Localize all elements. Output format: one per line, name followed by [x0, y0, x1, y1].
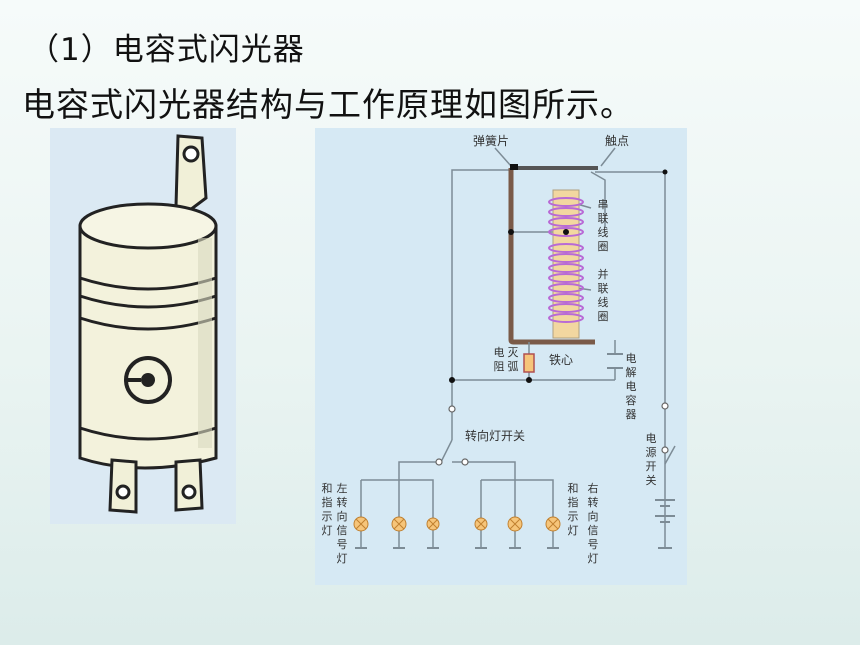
svg-text:线: 线 — [598, 225, 609, 239]
lamp-right-3 — [545, 516, 561, 532]
label-parallel-coil: 并 联 线 圈 — [598, 267, 609, 323]
svg-text:线: 线 — [598, 295, 609, 309]
flasher-drawing — [78, 134, 218, 514]
svg-text:灯: 灯 — [588, 552, 599, 565]
circuit-svg: 弹簧片 触点 转向灯开关 铁心 串 联 线 圈 并 联 线 圈 电 阻 灭 — [322, 133, 676, 565]
svg-text:解: 解 — [626, 365, 637, 379]
slide-intro: 电容式闪光器结构与工作原理如图所示。 — [22, 85, 634, 124]
svg-text:灯: 灯 — [337, 552, 348, 565]
circuit-diagram: 弹簧片 触点 转向灯开关 铁心 串 联 线 圈 并 联 线 圈 电 阻 灭 — [315, 128, 687, 585]
svg-text:示: 示 — [568, 510, 579, 523]
svg-text:信: 信 — [588, 524, 599, 537]
lamp-right-2 — [507, 516, 523, 532]
svg-text:器: 器 — [626, 408, 637, 421]
svg-text:开: 开 — [646, 460, 657, 473]
label-left-indicator: 和 指 示 灯 左 转 向 信 号 灯 — [322, 482, 348, 565]
svg-text:源: 源 — [646, 445, 657, 459]
label-power-switch: 电 源 开 关 — [646, 432, 657, 487]
svg-text:联: 联 — [598, 282, 609, 295]
arc-resistor — [523, 353, 535, 373]
svg-text:向: 向 — [588, 509, 599, 523]
svg-text:和: 和 — [568, 482, 579, 495]
label-series-coil: 串 联 线 圈 — [598, 198, 609, 253]
svg-text:串: 串 — [598, 198, 609, 211]
lamp-right-1 — [474, 517, 488, 531]
svg-text:右: 右 — [588, 481, 599, 495]
slide-heading: （1）电容式闪光器 — [28, 32, 305, 68]
svg-text:灭: 灭 — [508, 346, 519, 359]
svg-text:圈: 圈 — [598, 310, 609, 323]
svg-text:信: 信 — [337, 524, 348, 537]
svg-text:转: 转 — [337, 495, 348, 509]
svg-text:阻: 阻 — [494, 360, 505, 373]
svg-text:弧: 弧 — [508, 359, 519, 373]
svg-text:容: 容 — [626, 393, 637, 407]
svg-text:并: 并 — [598, 267, 609, 281]
coil-windings — [548, 197, 584, 323]
svg-text:示: 示 — [322, 510, 333, 523]
svg-text:向: 向 — [337, 509, 348, 523]
label-iron-core: 铁心 — [549, 353, 573, 367]
svg-text:指: 指 — [322, 495, 333, 509]
svg-text:左: 左 — [337, 482, 348, 495]
label-capacitor: 电 解 电 容 器 — [626, 352, 637, 421]
svg-text:电: 电 — [626, 352, 637, 365]
svg-text:灯: 灯 — [568, 524, 579, 537]
lamp-left-3 — [426, 517, 440, 531]
label-spring: 弹簧片 — [473, 133, 509, 148]
label-contact: 触点 — [605, 134, 629, 148]
svg-text:转: 转 — [588, 495, 599, 509]
svg-text:号: 号 — [588, 538, 599, 551]
svg-text:和: 和 — [322, 482, 333, 495]
svg-text:指: 指 — [568, 495, 579, 509]
label-right-indicator: 和 指 示 灯 右 转 向 信 号 灯 — [568, 481, 599, 565]
svg-text:灯: 灯 — [322, 524, 333, 537]
svg-text:号: 号 — [337, 538, 348, 551]
svg-text:电: 电 — [494, 346, 505, 359]
label-turn-switch: 转向灯开关 — [465, 428, 525, 443]
svg-text:电: 电 — [626, 380, 637, 393]
flasher-photo — [50, 128, 236, 524]
lamps — [353, 516, 561, 532]
svg-text:电: 电 — [646, 432, 657, 445]
svg-text:联: 联 — [598, 212, 609, 225]
lamp-left-1 — [353, 516, 369, 532]
label-arc-resistor: 电 阻 灭 弧 — [494, 346, 519, 373]
svg-text:关: 关 — [646, 473, 657, 487]
svg-text:圈: 圈 — [598, 240, 609, 253]
lamp-left-2 — [391, 516, 407, 532]
